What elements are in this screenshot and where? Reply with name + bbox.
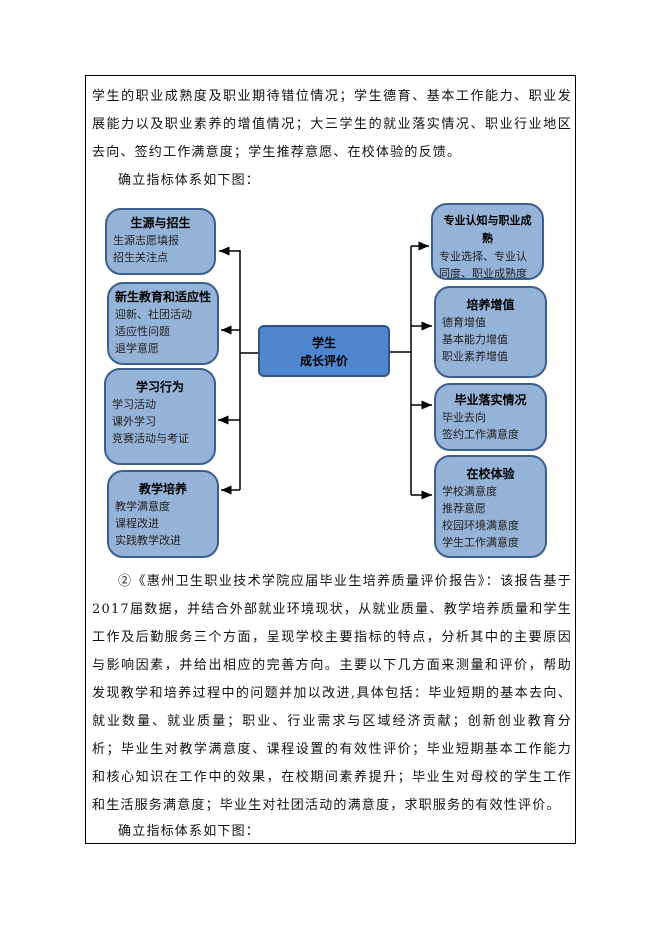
node-title: 生源与招生	[130, 216, 191, 230]
node-title: 培养增值	[466, 298, 515, 312]
node-item: 职业素养增值	[442, 350, 508, 363]
node-item: 课外学习	[112, 415, 156, 428]
node-left-1: 生源与招生 生源志愿填报 招生关注点	[105, 208, 216, 275]
node-right-3: 毕业落实情况 毕业去向 签约工作满意度	[434, 383, 547, 451]
node-item: 签约工作满意度	[442, 428, 519, 441]
node-title: 专业认知与职业成熟	[443, 214, 532, 245]
center-line-2: 成长评价	[299, 354, 348, 368]
node-left-3: 学习行为 学习活动 课外学习 竞赛活动与考证	[104, 368, 216, 465]
node-item: 学习活动	[112, 398, 156, 411]
paragraph-2: ②《惠州卫生职业技术学院应届毕业生培养质量评价报告》：该报告基于2017届数据，…	[92, 574, 572, 813]
node-item: 教学满意度	[115, 500, 170, 513]
node-left-4: 教学培养 教学满意度 课程改进 实践教学改进	[107, 470, 219, 558]
node-item: 德育增值	[442, 316, 486, 329]
node-item: 迎新、社团活动	[115, 308, 192, 321]
node-item: 实践教学改进	[115, 534, 181, 547]
node-item: 学校满意度	[442, 485, 497, 498]
node-item: 招生关注点	[113, 251, 168, 264]
node-item: 生源志愿填报	[113, 234, 179, 247]
node-item: 专业选择、专业认同度、职业成熟度	[439, 250, 527, 280]
node-title: 在校体验	[466, 467, 515, 481]
center-line-1: 学生	[311, 336, 336, 350]
node-left-2: 新生教育和适应性 迎新、社团活动 适应性问题 退学意愿	[107, 282, 219, 365]
node-item: 适应性问题	[115, 325, 170, 338]
paragraph-1: 学生的职业成熟度及职业期待错位情况；学生德育、基本工作能力、职业发展能力以及职业…	[92, 89, 572, 160]
node-item: 基本能力增值	[442, 333, 508, 346]
node-right-2: 培养增值 德育增值 基本能力增值 职业素养增值	[434, 286, 547, 378]
node-title: 新生教育和适应性	[115, 290, 212, 304]
node-right-4: 在校体验 学校满意度 推荐意愿 校园环境满意度 学生工作满意度	[434, 455, 547, 558]
table-frame	[85, 75, 576, 844]
node-title: 学习行为	[135, 380, 184, 394]
node-title: 毕业落实情况	[454, 393, 527, 407]
caption-2: 确立指标体系如下图：	[118, 824, 261, 839]
node-item: 学生工作满意度	[442, 536, 519, 549]
node-item: 推荐意愿	[442, 502, 486, 515]
node-item: 校园环境满意度	[442, 519, 519, 532]
node-item: 退学意愿	[115, 342, 159, 355]
node-title: 教学培养	[138, 482, 187, 496]
node-item: 毕业去向	[442, 411, 486, 424]
caption-1: 确立指标体系如下图：	[118, 173, 261, 188]
node-item: 竞赛活动与考证	[112, 432, 189, 445]
center-node: 学生 成长评价	[258, 325, 390, 377]
node-item: 课程改进	[115, 517, 159, 530]
node-right-1: 专业认知与职业成熟 专业选择、专业认同度、职业成熟度	[431, 203, 544, 280]
